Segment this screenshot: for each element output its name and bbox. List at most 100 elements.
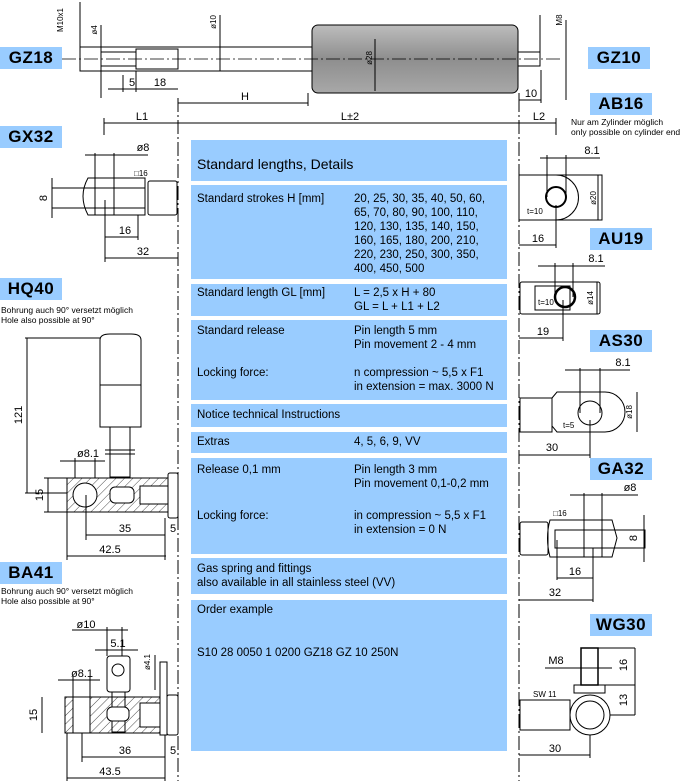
dim-5: 5: [129, 77, 135, 89]
au19-drawing: [519, 263, 605, 341]
ba41-drawing: [41, 627, 179, 781]
extras-value: 4, 5, 6, 9, VV: [354, 436, 421, 448]
hq40-drawing: [25, 333, 179, 560]
ga32-16: 16: [569, 566, 581, 578]
gl-label: Standard length GL [mm]: [197, 287, 326, 299]
wg30-drawing: [519, 647, 636, 758]
note-hq40-de: Bohrung auch 90° versetzt möglich: [1, 305, 133, 315]
au19-81: 8.1: [588, 253, 603, 265]
release01-value: Pin length 3 mm Pin movement 0,1-0,2 mm: [354, 464, 489, 490]
row-standard-length: Standard length GL [mm] L = 2,5 x H + 80…: [191, 284, 507, 316]
note-ab16-en: only possible on cylinder end: [571, 127, 681, 137]
label-au19: AU19: [590, 228, 652, 250]
gl-value: L = 2,5 x H + 80 GL = L + L1 + L2: [354, 287, 440, 313]
strokes-value: 20, 25, 30, 35, 40, 50, 60, 65, 70, 80, …: [354, 193, 486, 275]
release-label: Standard release: [197, 325, 285, 337]
ga32-32: 32: [549, 587, 561, 599]
ab16-t: t=10: [527, 207, 543, 216]
label-as30: AS30: [590, 330, 652, 352]
ba41-15: 15: [28, 709, 40, 721]
gx32-l32: 32: [137, 246, 149, 258]
wg30-sw11: SW 11: [533, 690, 557, 699]
label-hq40: HQ40: [0, 278, 62, 300]
locking-force-label: Locking force:: [197, 367, 269, 379]
row-order-example: Order example S10 28 0050 1 0200 GZ18 GZ…: [191, 600, 507, 751]
hq40-15: 15: [34, 489, 46, 501]
ba41-d41: ø4.1: [143, 653, 152, 670]
ga32-d8: ø8: [624, 482, 637, 494]
as30-30: 30: [546, 442, 558, 454]
dim-m8: M8: [555, 14, 564, 26]
wg30-13: 13: [618, 694, 630, 706]
as30-t: t=5: [563, 421, 575, 430]
row-stainless: Gas spring and fittings also available i…: [191, 558, 507, 594]
note-ab16-de: Nur am Zylinder möglich: [571, 117, 664, 127]
gx32-w8: 8: [38, 195, 50, 201]
label-ga32: GA32: [590, 458, 652, 480]
dim-h: H: [241, 91, 249, 103]
label-ab16: AB16: [590, 93, 652, 115]
order-label: Order example: [197, 604, 274, 616]
dim-l2: L2: [533, 111, 545, 123]
table-title: Standard lengths, Details: [191, 140, 507, 181]
gx32-d8: ø8: [137, 142, 150, 154]
locking-force2-label: Locking force:: [197, 510, 269, 522]
gas-spring-drawing: [40, 2, 567, 135]
au19-19: 19: [537, 326, 549, 338]
label-gx32: GX32: [0, 126, 62, 148]
order-value: S10 28 0050 1 0200 GZ18 GZ 10 250N: [197, 647, 399, 659]
release01-label: Release 0,1 mm: [197, 464, 281, 476]
gx32-sq16: □16: [134, 169, 148, 178]
as30-d18: ø18: [625, 405, 634, 419]
ba41-d10: ø10: [77, 619, 96, 631]
dim-l: L±2: [341, 111, 359, 123]
note-ba41-de: Bohrung auch 90° versetzt möglich: [1, 586, 133, 596]
dim-18: 18: [154, 77, 166, 89]
label-gz18: GZ18: [0, 47, 62, 69]
ba41-d81: ø8.1: [71, 668, 93, 680]
gx32-l16: 16: [119, 225, 131, 237]
dim-d4: ø4: [90, 25, 99, 35]
ba41-51: 5.1: [110, 638, 125, 650]
ba41-435: 43.5: [99, 766, 120, 778]
note-hq40-en: Hole also possible at 90°: [1, 315, 95, 325]
wg30-m8: M8: [548, 655, 563, 667]
label-wg30: WG30: [590, 614, 652, 636]
ab16-d20: ø20: [589, 191, 598, 205]
ab16-81: 8.1: [584, 145, 599, 157]
ba41-36: 36: [119, 745, 131, 757]
row-standard-strokes: Standard strokes H [mm] 20, 25, 30, 35, …: [191, 185, 507, 279]
extras-label: Extras: [197, 436, 230, 448]
hq40-5: 5: [170, 523, 176, 535]
row-release-01: Release 0,1 mm Pin length 3 mm Pin movem…: [191, 458, 507, 554]
ba41-5: 5: [170, 745, 176, 757]
wg30-30: 30: [549, 743, 561, 755]
dim-d28: ø28: [365, 51, 374, 65]
locking-force2-value: in compression ~ 5,5 x F1 in extension =…: [354, 510, 486, 536]
ga32-w8: 8: [628, 535, 640, 541]
row-standard-release: Standard release Pin length 5 mm Pin mov…: [191, 320, 507, 400]
ga32-sq16: □16: [553, 509, 567, 518]
note-ba41-en: Hole also possible at 90°: [1, 596, 95, 606]
ab16-drawing: [518, 155, 603, 248]
row-extras: Extras 4, 5, 6, 9, VV: [191, 432, 507, 453]
dim-d10: ø10: [209, 15, 218, 29]
as30-81: 8.1: [615, 357, 630, 369]
gx32-drawing: [51, 153, 178, 262]
dimension-labels: M10x1 ø4 ø10 ø28 M8 5 18 H 10 L1 L±2 L2 …: [13, 7, 640, 778]
label-gz10: GZ10: [588, 47, 650, 69]
hq40-121: 121: [13, 406, 25, 424]
au19-t: t=10: [538, 298, 554, 307]
release-value: Pin length 5 mm Pin movement 2 - 4 mm: [354, 325, 477, 351]
au19-d14: ø14: [586, 291, 595, 305]
dim-l1: L1: [136, 111, 148, 123]
ab16-16: 16: [532, 233, 544, 245]
dim-10: 10: [525, 88, 537, 100]
hq40-d81: ø8.1: [77, 448, 99, 460]
label-ba41: BA41: [0, 562, 62, 584]
ga32-drawing: [519, 493, 646, 602]
strokes-label: Standard strokes H [mm]: [197, 193, 325, 205]
hq40-425: 42.5: [99, 544, 120, 556]
row-notice: Notice technical Instructions: [191, 404, 507, 427]
